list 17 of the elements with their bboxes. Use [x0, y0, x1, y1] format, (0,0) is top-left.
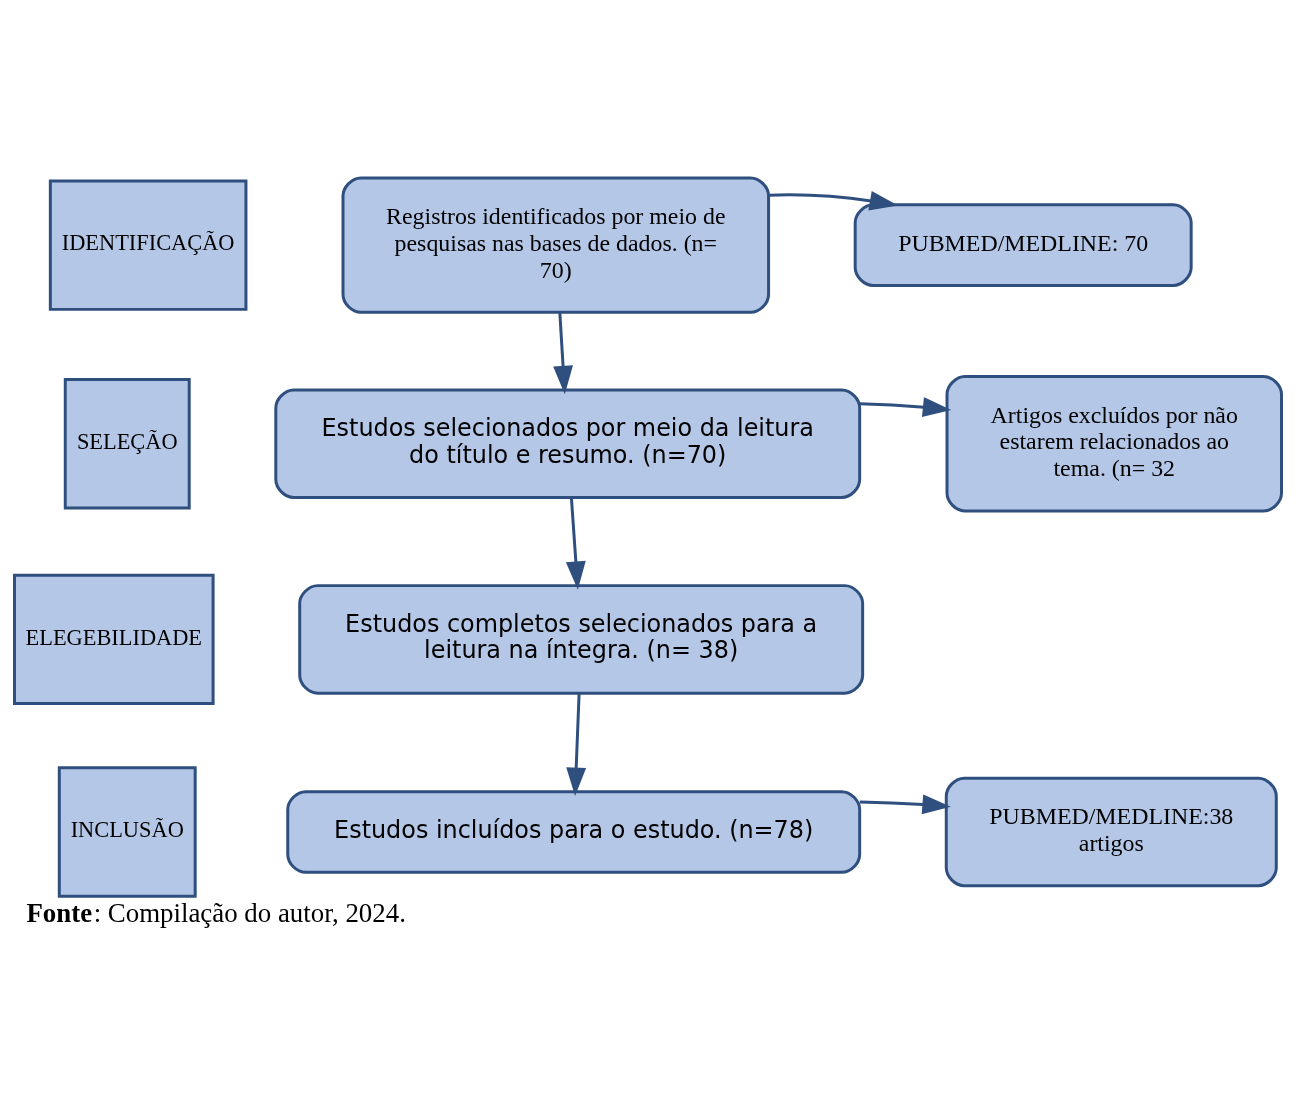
arrow: [553, 312, 573, 394]
node-box: PUBMED/MEDLINE: 70: [853, 202, 1193, 287]
arrow: [859, 396, 952, 417]
node-box: Estudos selecionados por meio da leitura do título e resumo. (n=70): [274, 388, 862, 499]
node-box: Artigos excluídos por não estarem relacionados ao tema. (n= 32: [945, 374, 1283, 512]
caption: Fonte: Compilação do autor, 2024.: [26, 897, 406, 928]
node-box: ELEGEBILIDADE: [13, 573, 215, 705]
node-box: Estudos incluídos para o estudo. (n=78): [286, 789, 862, 874]
arrow: [565, 497, 586, 590]
node-box: Estudos completos selecionados para a leitura na íntegra. (n= 38): [298, 583, 865, 695]
node-box: PUBMED/MEDLINE:38 artigos: [944, 776, 1278, 887]
node-box: INCLUSÃO: [57, 765, 197, 898]
node-box: SELEÇÃO: [63, 377, 191, 509]
arrow: [566, 692, 587, 796]
node-box: IDENTIFICAÇÃO: [48, 178, 248, 311]
arrow: [859, 794, 951, 814]
node-box: Registros identificados por meio de pesquisas nas bases de dados. (n= 70): [341, 175, 771, 314]
